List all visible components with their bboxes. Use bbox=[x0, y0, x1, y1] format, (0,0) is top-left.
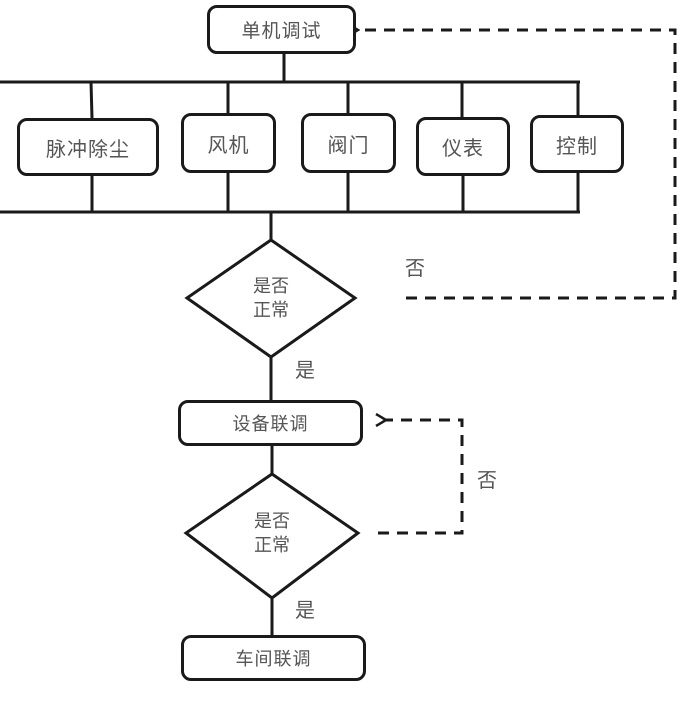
node-fan: 风机 bbox=[181, 113, 276, 173]
connector-top-pulse bbox=[89, 81, 94, 119]
node-valve: 阀门 bbox=[301, 113, 396, 173]
node-workshop-joint-debug: 车间联调 bbox=[181, 635, 366, 681]
feedback-loop-decision2-no bbox=[378, 420, 464, 535]
node-pulse-dust-removal: 脉冲除尘 bbox=[17, 118, 159, 176]
node-equipment-joint-debug: 设备联调 bbox=[178, 400, 363, 446]
decision1-line1: 是否 bbox=[253, 276, 289, 297]
decision2-line1: 是否 bbox=[254, 511, 290, 532]
decision1-yes-label: 是 bbox=[295, 358, 315, 382]
feedback-loop-decision1-no bbox=[358, 30, 677, 300]
node-meter: 仪表 bbox=[416, 117, 510, 176]
decision2-text: 是否 正常 bbox=[232, 510, 312, 559]
decision2-line2: 正常 bbox=[254, 535, 290, 557]
node-control: 控制 bbox=[530, 115, 624, 173]
decision1-text: 是否 正常 bbox=[231, 275, 311, 324]
decision1-line2: 正常 bbox=[253, 300, 289, 322]
decision1-no-label: 否 bbox=[405, 256, 425, 280]
decision2-yes-label: 是 bbox=[295, 598, 315, 622]
node-unit-debug: 单机调试 bbox=[207, 5, 356, 54]
decision2-no-label: 否 bbox=[477, 468, 497, 492]
